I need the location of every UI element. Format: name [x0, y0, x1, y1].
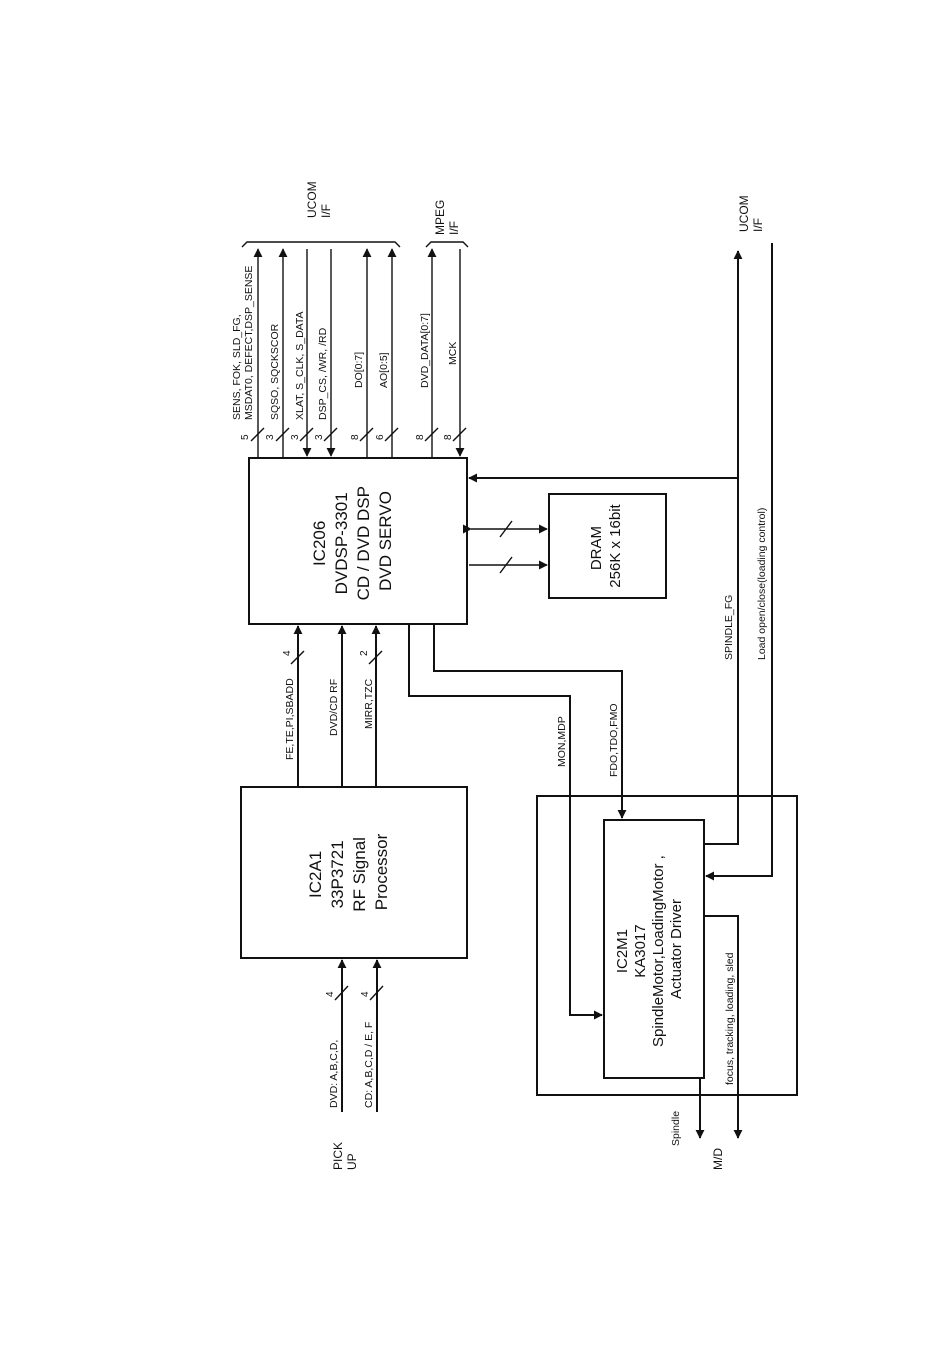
- svg-text:DO[0:7]: DO[0:7]: [353, 352, 365, 388]
- load-control-label: Load open/close(loading control): [756, 508, 768, 660]
- ic2m1-block: [603, 819, 705, 1079]
- mon-mdp-label: MON,MDP: [556, 716, 568, 767]
- svg-text:XLAT, S_CLK, S_DATA: XLAT, S_CLK, S_DATA: [294, 311, 306, 420]
- ic206-label: IC206 DVDSP-3301 CD / DVD DSP DVD SERVO: [310, 482, 395, 601]
- ic2a1-label: IC2A1 33P3721 RF Signal Processor: [306, 832, 391, 911]
- dram-block: [548, 493, 667, 599]
- spindle-fg-line: [704, 250, 743, 845]
- sens-label: SENS, FOK, SLD_FG, MSDAT0, DEFECT,DSP_SE…: [231, 266, 255, 420]
- svg-text:8: 8: [350, 434, 361, 440]
- fdo-tdo-line: [433, 624, 627, 819]
- mpeg-brace: [425, 241, 469, 248]
- svg-text:4: 4: [282, 650, 293, 656]
- pickup-label: PICK UP: [331, 1139, 359, 1170]
- pickup-lines: [334, 959, 384, 1112]
- svg-text:AO[0:5]: AO[0:5]: [378, 352, 390, 388]
- ucom-top-brace: [241, 241, 401, 248]
- load-control-line: [705, 243, 773, 881]
- dram-label: DRAM 256K x 16bit: [588, 503, 624, 587]
- svg-text:3: 3: [265, 434, 276, 440]
- dvd-input-label: DVD: A,B,C,D,: [328, 1040, 340, 1108]
- actuator-output-line: [704, 915, 743, 1139]
- mirr-label: MIRR,TZC: [363, 678, 375, 729]
- mon-mdp-line: [408, 624, 603, 1020]
- bus-width-numbers: 5 3 3 3 8 6 8 8: [240, 434, 454, 440]
- fe-te-label: FE,TE,PI,SBADD: [284, 678, 296, 760]
- spindle-fg-label: SPINDLE_FG: [723, 595, 735, 660]
- svg-text:4: 4: [360, 991, 371, 997]
- dram-bus: [462, 520, 548, 574]
- mpeg-label: MPEG I/F: [433, 196, 461, 235]
- svg-text:2: 2: [359, 650, 370, 656]
- md-label: M/D: [711, 1148, 725, 1170]
- svg-text:4: 4: [325, 991, 336, 997]
- ucom-bus-lines: [253, 248, 465, 458]
- svg-text:5: 5: [240, 434, 251, 440]
- ucom-top-label: UCOM I/F: [305, 178, 333, 218]
- bus-slash-marks: [250, 427, 467, 442]
- ucom-right-label: UCOM I/F: [737, 192, 765, 232]
- rf-to-dsp-lines: [290, 625, 383, 787]
- svg-text:3: 3: [290, 434, 301, 440]
- dvd-cd-rf-label: DVD/CD RF: [328, 679, 340, 736]
- ic2a1-block: [240, 786, 468, 959]
- svg-text:DSP_CS, /WR, /RD: DSP_CS, /WR, /RD: [317, 327, 329, 420]
- spindle-label: Spindle: [670, 1111, 682, 1146]
- focus-tracking-label: focus, tracking, loading, sled: [724, 952, 736, 1085]
- svg-text:SQSO, SQCKSCOR: SQSO, SQCKSCOR: [269, 323, 281, 420]
- ic2m1-label: IC2M1 KA3017 SpindleMotor,LoadingMotor ,…: [614, 851, 685, 1047]
- fdo-label: FDO,TDO,FMO: [608, 704, 620, 778]
- svg-text:6: 6: [375, 434, 386, 440]
- ic206-block: [248, 457, 468, 625]
- ucom-signal-labels: SENS, FOK, SLD_FG, MSDAT0, DEFECT,DSP_SE…: [231, 266, 459, 420]
- svg-text:8: 8: [415, 434, 426, 440]
- svg-text:MCK: MCK: [447, 342, 459, 365]
- svg-text:3: 3: [314, 434, 325, 440]
- cd-input-label: CD: A,B,C,D / E, F: [363, 1022, 375, 1108]
- svg-text:8: 8: [443, 434, 454, 440]
- svg-text:DVD_DATA[0:7]: DVD_DATA[0:7]: [419, 313, 431, 388]
